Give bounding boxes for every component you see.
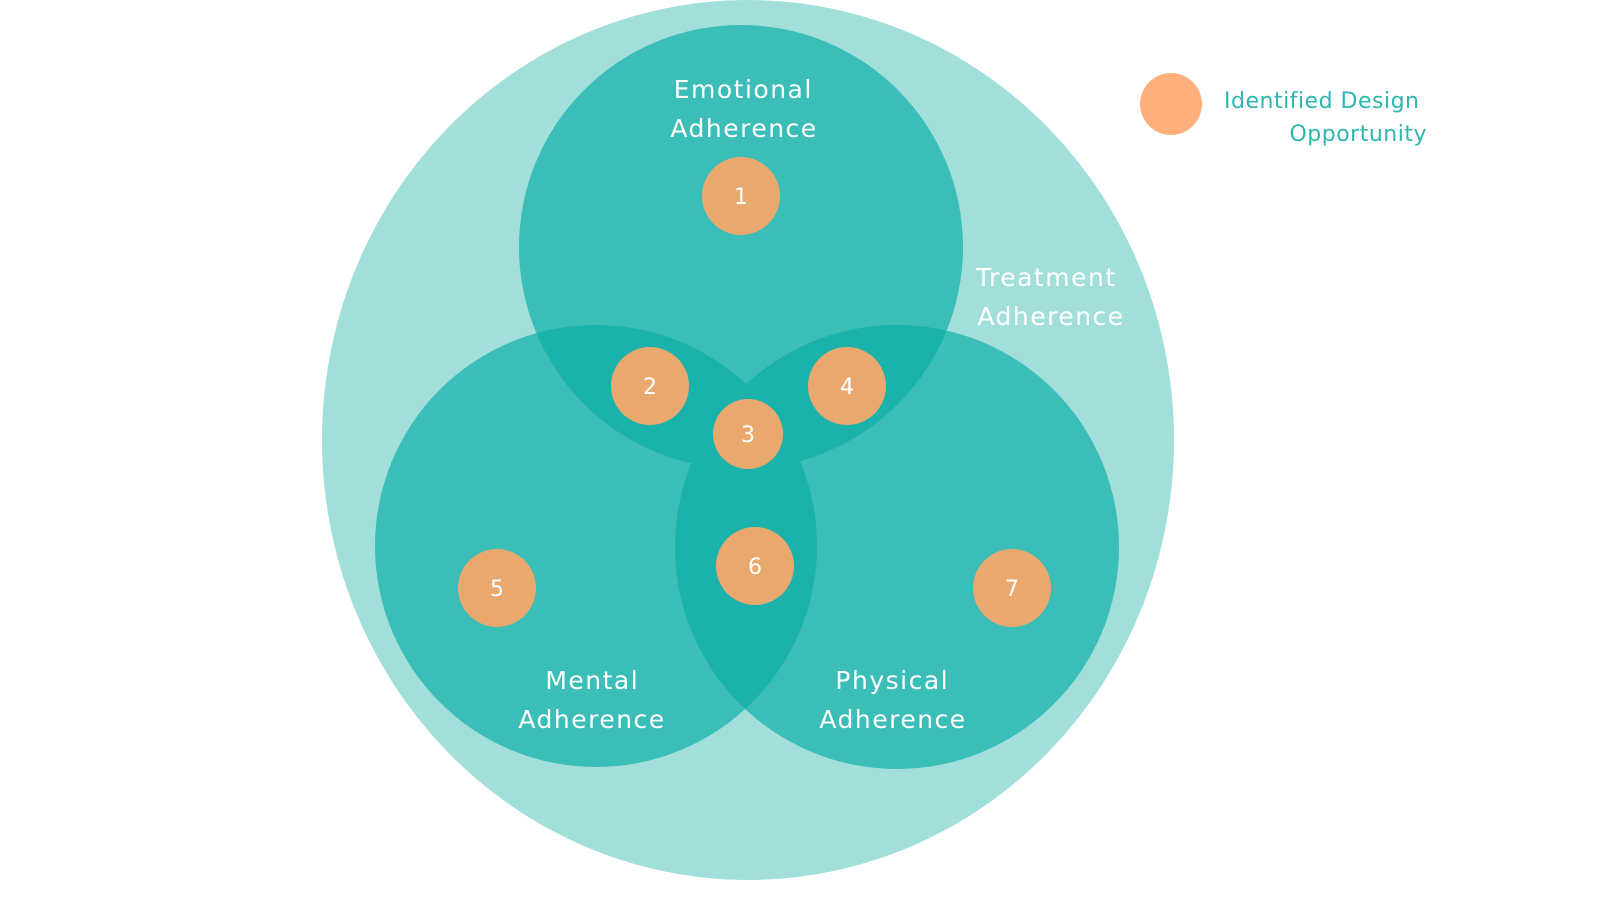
opportunity-marker-2: 2 [611, 347, 689, 425]
physical-label: Physical Adherence [819, 666, 966, 734]
opportunity-marker-4: 4 [808, 347, 886, 425]
legend-marker [1140, 73, 1202, 135]
legend: Identified Design Opportunity [1140, 73, 1427, 147]
opportunity-marker-3: 3 [713, 399, 783, 469]
emotional-label: Emotional Adherence [670, 75, 822, 143]
opportunity-marker-7: 7 [973, 549, 1051, 627]
mental-physical-overlap [675, 325, 817, 767]
mental-label: Mental Adherence [518, 666, 665, 734]
svg-text:4: 4 [840, 375, 854, 400]
svg-text:2: 2 [643, 375, 657, 400]
svg-text:3: 3 [741, 423, 755, 448]
svg-text:6: 6 [748, 555, 762, 580]
treatment-label: Treatment Adherence [975, 263, 1126, 331]
opportunity-marker-6: 6 [716, 527, 794, 605]
opportunity-marker-5: 5 [458, 549, 536, 627]
opportunity-marker-1: 1 [702, 157, 780, 235]
svg-text:7: 7 [1005, 577, 1019, 602]
svg-text:1: 1 [734, 185, 748, 210]
svg-text:5: 5 [490, 577, 504, 602]
legend-label: Identified Design Opportunity [1224, 89, 1427, 147]
